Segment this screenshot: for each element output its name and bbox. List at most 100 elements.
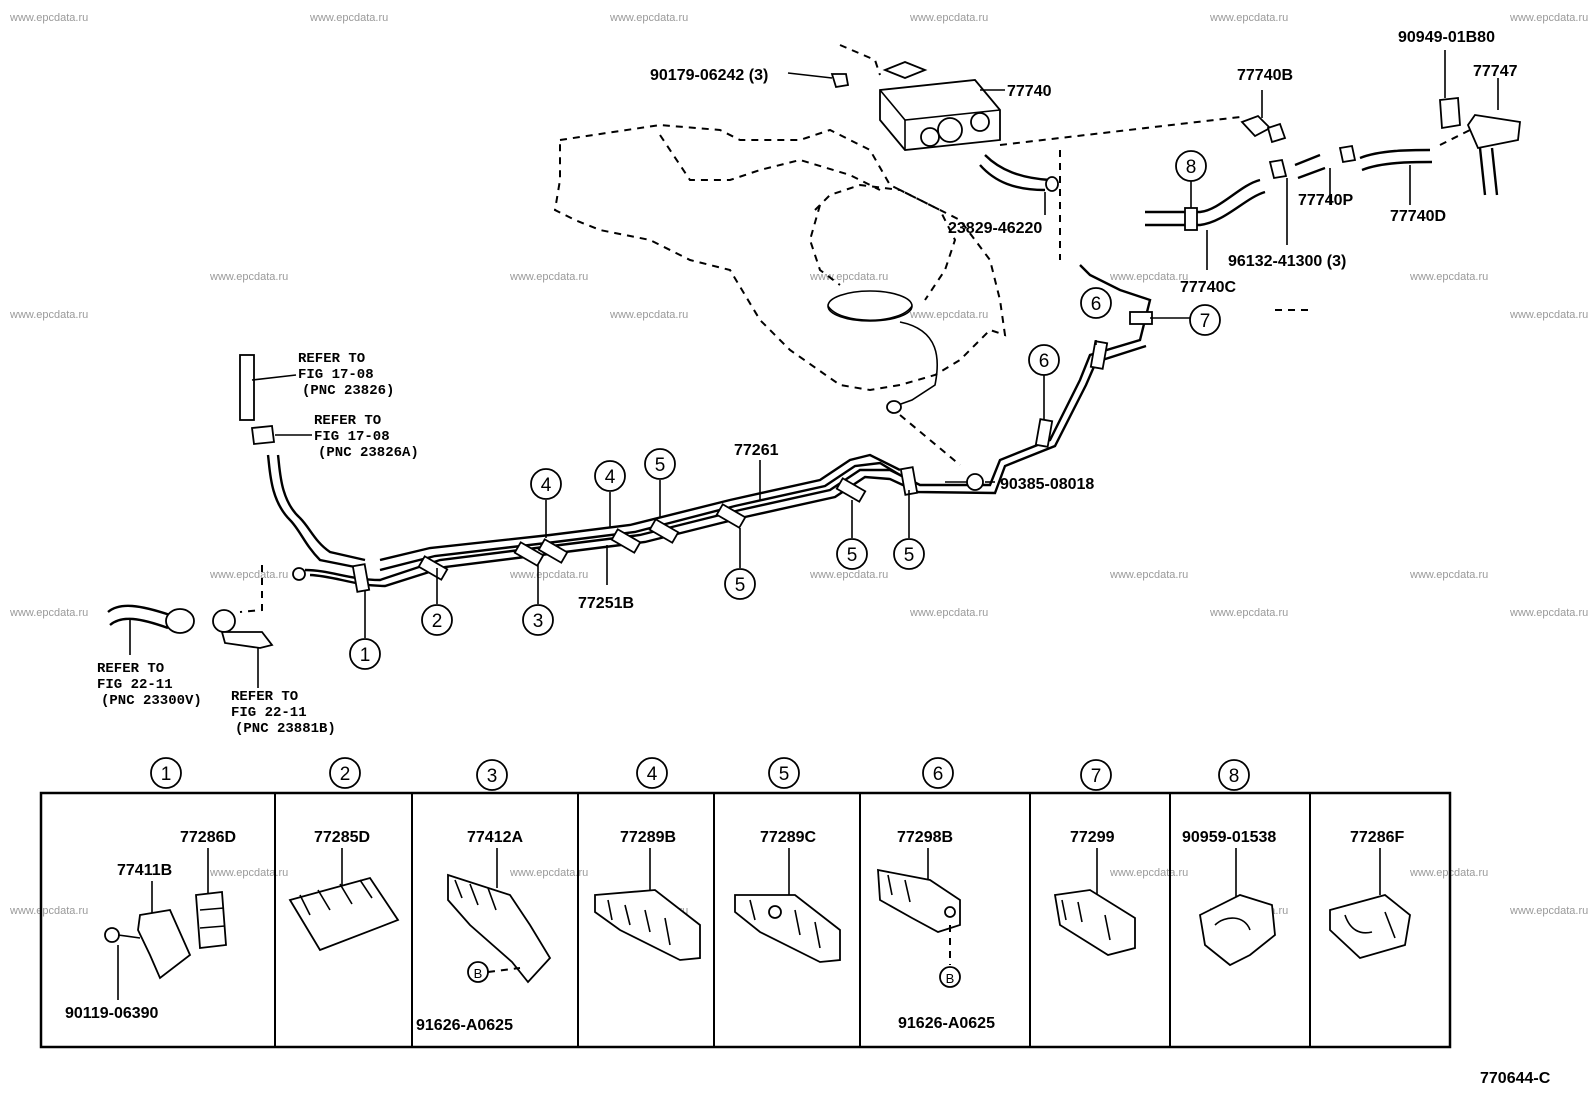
label-77299: 77299	[1070, 829, 1115, 846]
watermark: www.epcdata.ru	[1209, 607, 1288, 619]
svg-text:6: 6	[933, 764, 944, 785]
svg-text:2: 2	[340, 764, 351, 785]
label-valve-77747: 77747	[1473, 63, 1518, 80]
detail-box-3: 77412A B 91626-A0625	[416, 829, 552, 1034]
label-90119-06390: 90119-06390	[65, 1005, 159, 1022]
refer-note-line: (PNC 23881B)	[235, 721, 336, 737]
part-labels: 77740 90179-06242 (3) 77740B 90949-01B80…	[578, 29, 1518, 612]
detail-box-5: 77289C	[734, 829, 841, 963]
charcoal-canister-drawing	[830, 61, 1059, 192]
watermark: www.epcdata.ru	[509, 569, 588, 581]
watermark: www.epcdata.ru	[1509, 607, 1588, 619]
watermark: www.epcdata.ru	[609, 309, 688, 321]
svg-text:1: 1	[161, 764, 172, 785]
callout-7: 7	[1189, 304, 1221, 336]
svg-text:4: 4	[541, 475, 552, 496]
callouts-main: 1 2 3 4 4 5 5 5 5 6 6 7 8	[349, 150, 1221, 670]
watermark: www.epcdata.ru	[9, 12, 88, 24]
label-77285d: 77285D	[314, 829, 370, 846]
label-canister: 77740	[1007, 83, 1052, 100]
svg-text:1: 1	[360, 645, 371, 666]
label-77298b: 77298B	[897, 829, 953, 846]
watermark: www.epcdata.ru	[1209, 12, 1288, 24]
refer-note-line: REFER TO	[97, 661, 164, 677]
label-hose-d: 77740D	[1390, 208, 1446, 225]
watermark: www.epcdata.ru	[1109, 569, 1188, 581]
watermark: www.epcdata.ru	[1109, 271, 1188, 283]
callout-6: 6	[1028, 344, 1060, 376]
detail-header-callouts: 1 2 3 4 5 6 7 8	[150, 757, 1250, 791]
detail-callout-3: 3	[476, 759, 508, 791]
label-clip-96132: 96132-41300 (3)	[1228, 253, 1346, 270]
watermark: www.epcdata.ru	[909, 12, 988, 24]
refer-note-line: (PNC 23300V)	[101, 693, 202, 709]
hose-group-drawing	[1145, 97, 1521, 231]
callout-2: 2	[421, 604, 453, 636]
callout-5: 5	[644, 448, 676, 480]
tube-bundle-drawing	[107, 264, 1153, 649]
bolt-ref-b: B	[946, 971, 955, 986]
label-91626-a0625: 91626-A0625	[898, 1015, 995, 1032]
watermark: www.epcdata.ru	[209, 569, 288, 581]
label-clamp-90949: 90949-01B80	[1398, 29, 1495, 46]
detail-box-8: 90959-01538	[1182, 829, 1276, 967]
watermark: www.epcdata.ru	[1509, 309, 1588, 321]
figure-code: 770644-C	[1480, 1070, 1551, 1087]
watermark-layer: www.epcdata.ru www.epcdata.ru www.epcdat…	[9, 12, 1588, 917]
svg-text:6: 6	[1091, 294, 1102, 315]
refer-note-line: (PNC 23826A)	[318, 445, 419, 461]
svg-text:6: 6	[1039, 351, 1050, 372]
label-77286f: 77286F	[1350, 829, 1404, 846]
detail-callout-7: 7	[1080, 759, 1112, 791]
refer-note-line: FIG 22-11	[231, 705, 307, 721]
detail-callout-1: 1	[150, 757, 182, 789]
svg-text:8: 8	[1186, 157, 1197, 178]
watermark: www.epcdata.ru	[1509, 12, 1588, 24]
label-77412a: 77412A	[467, 829, 523, 846]
watermark: www.epcdata.ru	[1409, 569, 1488, 581]
label-main-tube: 77261	[734, 442, 779, 459]
svg-text:5: 5	[904, 545, 915, 566]
watermark: www.epcdata.ru	[1409, 271, 1488, 283]
watermark: www.epcdata.ru	[1509, 905, 1588, 917]
refer-notes: REFER TO FIG 17-08 (PNC 23826) REFER TO …	[97, 351, 419, 737]
refer-note-line: FIG 17-08	[298, 367, 374, 383]
refer-note-line: REFER TO	[298, 351, 365, 367]
watermark: www.epcdata.ru	[209, 271, 288, 283]
watermark: www.epcdata.ru	[509, 867, 588, 879]
fuel-tank-outline	[239, 44, 1471, 613]
detail-table	[39, 791, 1452, 1049]
watermark: www.epcdata.ru	[1109, 867, 1188, 879]
detail-callout-2: 2	[329, 757, 361, 789]
label-77289c: 77289C	[760, 829, 816, 846]
callout-1: 1	[349, 638, 381, 670]
watermark: www.epcdata.ru	[309, 12, 388, 24]
svg-text:4: 4	[605, 467, 616, 488]
svg-text:7: 7	[1200, 311, 1211, 332]
bolt-ref-b: B	[474, 966, 483, 981]
svg-text:5: 5	[779, 764, 790, 785]
refer-note-line: FIG 17-08	[314, 429, 390, 445]
leader-lines	[129, 50, 1499, 688]
svg-text:5: 5	[847, 545, 858, 566]
svg-text:8: 8	[1229, 766, 1240, 787]
detail-callout-6: 6	[922, 757, 954, 789]
svg-text:5: 5	[735, 575, 746, 596]
detail-box-7: 77299	[1053, 829, 1136, 956]
label-hose-b: 77740B	[1237, 67, 1293, 84]
label-hose-23829: 23829-46220	[948, 220, 1042, 237]
watermark: www.epcdata.ru	[9, 607, 88, 619]
label-77289b: 77289B	[620, 829, 676, 846]
refer-note-line: REFER TO	[231, 689, 298, 705]
detail-box-6: 77298B B 91626-A0625	[877, 829, 995, 1032]
callout-8: 8	[1175, 150, 1207, 182]
detail-box-1: 77286D 77411B 90119-06390	[65, 829, 236, 1022]
detail-box-9: 77286F	[1329, 829, 1411, 960]
label-tube-77251b: 77251B	[578, 595, 634, 612]
label-hose-p: 77740P	[1298, 192, 1353, 209]
watermark: www.epcdata.ru	[909, 607, 988, 619]
detail-callout-4: 4	[636, 757, 668, 789]
label-77411b: 77411B	[117, 862, 172, 879]
detail-box-2: 77285D	[288, 829, 400, 952]
